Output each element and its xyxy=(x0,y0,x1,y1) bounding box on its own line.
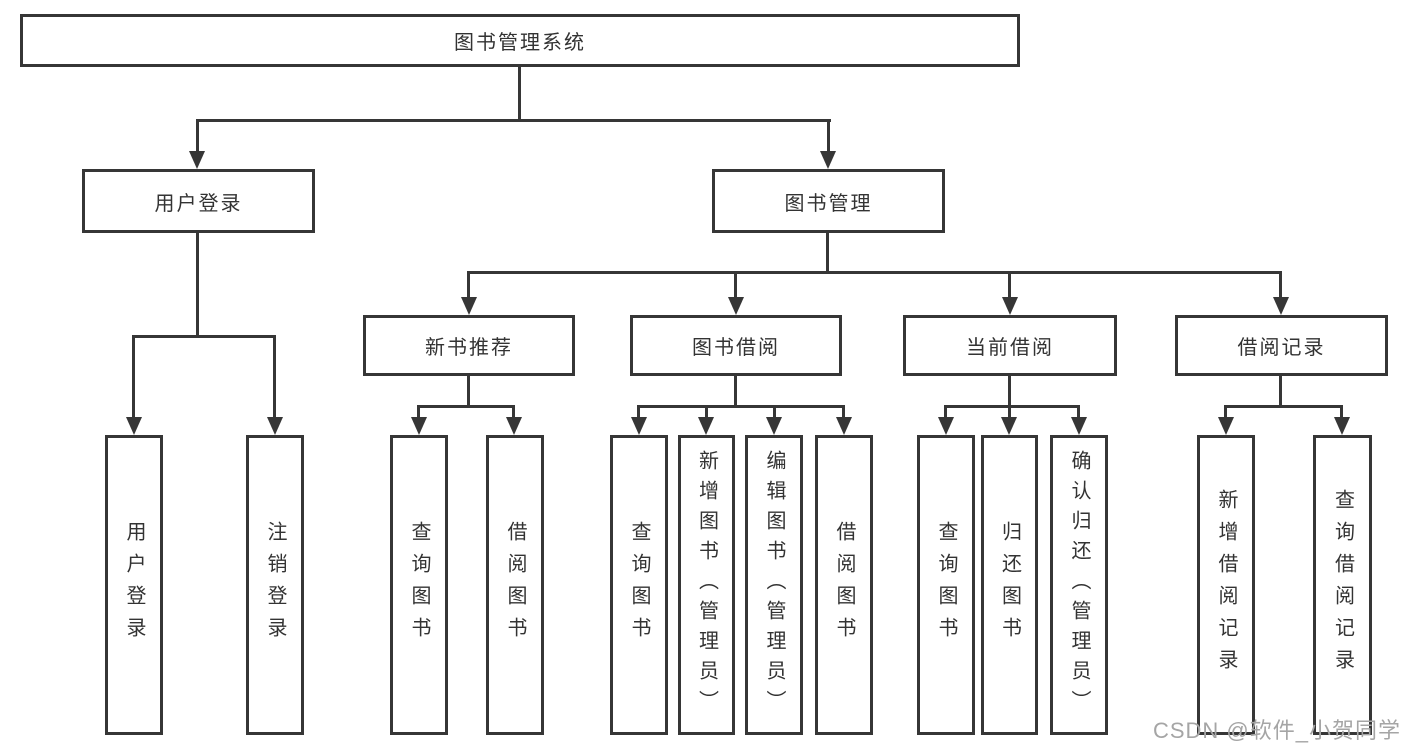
arrow-down-icon xyxy=(766,417,782,435)
leaf-edit-books-admin: 编辑图书（管理员） xyxy=(745,435,803,735)
leaf-label: 确认归还（管理员） xyxy=(1068,450,1090,720)
connector-line xyxy=(273,335,276,419)
leaf-logout: 注销登录 xyxy=(246,435,304,735)
leaf-add-borrow-record: 新增借阅记录 xyxy=(1197,435,1255,735)
connector-line xyxy=(827,119,830,153)
connector-line xyxy=(467,271,470,299)
arrow-down-icon xyxy=(728,297,744,315)
leaf-borrow-books-2: 借阅图书 xyxy=(815,435,873,735)
connector-line xyxy=(1340,405,1343,419)
leaf-label: 查询借阅记录 xyxy=(1331,489,1354,681)
arrow-down-icon xyxy=(506,417,522,435)
node-label: 图书管理系统 xyxy=(454,32,586,54)
leaf-label: 新增图书（管理员） xyxy=(695,450,718,720)
leaf-label: 查询图书 xyxy=(935,521,957,649)
arrow-down-icon xyxy=(189,151,205,169)
arrow-down-icon xyxy=(1002,297,1018,315)
leaf-label: 查询图书 xyxy=(628,521,650,649)
node-user-login: 用户登录 xyxy=(82,169,315,233)
arrow-down-icon xyxy=(267,417,283,435)
node-label: 借阅记录 xyxy=(1237,337,1326,359)
leaf-label: 归还图书 xyxy=(998,521,1021,649)
connector-line xyxy=(1077,405,1080,419)
connector-line xyxy=(1224,405,1227,419)
node-book-management: 图书管理 xyxy=(712,169,945,233)
connector-line xyxy=(512,405,515,419)
connector-line xyxy=(417,405,420,419)
connector-line xyxy=(734,376,737,408)
connector-line xyxy=(467,271,1282,274)
leaf-query-borrow-record: 查询借阅记录 xyxy=(1313,435,1372,735)
arrow-down-icon xyxy=(1218,417,1234,435)
node-book-borrowing: 图书借阅 xyxy=(630,315,842,376)
connector-line xyxy=(132,335,135,419)
connector-line xyxy=(1008,376,1011,408)
leaf-label: 借阅图书 xyxy=(504,521,526,649)
connector-line xyxy=(1279,376,1282,408)
arrow-down-icon xyxy=(461,297,477,315)
connector-line xyxy=(1279,271,1282,299)
csdn-watermark: CSDN @软件_小贺同学 xyxy=(1152,718,1401,743)
connector-line xyxy=(826,233,829,274)
connector-line xyxy=(842,405,845,419)
leaf-return-books: 归还图书 xyxy=(981,435,1038,735)
connector-line xyxy=(1008,271,1011,299)
node-label: 图书借阅 xyxy=(692,337,780,359)
leaf-query-books-2: 查询图书 xyxy=(610,435,668,735)
arrow-down-icon xyxy=(698,417,714,435)
node-library-system: 图书管理系统 xyxy=(20,14,1020,67)
leaf-confirm-return-admin: 确认归还（管理员） xyxy=(1050,435,1108,735)
connector-line xyxy=(773,405,776,419)
node-label: 当前借阅 xyxy=(966,337,1054,359)
leaf-label: 编辑图书（管理员） xyxy=(763,450,785,720)
connector-line xyxy=(944,405,1080,408)
connector-line xyxy=(1224,405,1343,408)
leaf-add-books-admin: 新增图书（管理员） xyxy=(678,435,735,735)
connector-line xyxy=(518,67,521,122)
arrow-down-icon xyxy=(411,417,427,435)
node-label: 用户登录 xyxy=(154,192,243,215)
node-label: 图书管理 xyxy=(784,192,873,215)
connector-line xyxy=(734,271,737,299)
connector-line xyxy=(196,119,831,122)
leaf-query-books-1: 查询图书 xyxy=(390,435,448,735)
connector-line xyxy=(944,405,947,419)
leaf-label: 借阅图书 xyxy=(833,521,855,649)
connector-line xyxy=(132,335,276,338)
connector-line xyxy=(637,405,640,419)
leaf-user-login: 用户登录 xyxy=(105,435,163,735)
arrow-down-icon xyxy=(1273,297,1289,315)
arrow-down-icon xyxy=(820,151,836,169)
arrow-down-icon xyxy=(938,417,954,435)
connector-line xyxy=(196,119,199,153)
arrow-down-icon xyxy=(1071,417,1087,435)
connector-line xyxy=(417,405,515,408)
leaf-borrow-books-1: 借阅图书 xyxy=(486,435,544,735)
connector-line xyxy=(467,376,470,408)
connector-line xyxy=(637,405,845,408)
leaf-query-books-3: 查询图书 xyxy=(917,435,975,735)
node-current-borrowing: 当前借阅 xyxy=(903,315,1117,376)
node-borrow-records: 借阅记录 xyxy=(1175,315,1388,376)
leaf-label: 查询图书 xyxy=(408,521,430,649)
node-new-book-recommend: 新书推荐 xyxy=(363,315,575,376)
arrow-down-icon xyxy=(1001,417,1017,435)
arrow-down-icon xyxy=(126,417,142,435)
arrow-down-icon xyxy=(1334,417,1350,435)
connector-line xyxy=(705,405,708,419)
leaf-label: 用户登录 xyxy=(123,521,145,649)
connector-line xyxy=(1008,405,1011,419)
leaf-label: 新增借阅记录 xyxy=(1215,489,1237,681)
connector-line xyxy=(196,233,199,338)
node-label: 新书推荐 xyxy=(425,337,513,359)
arrow-down-icon xyxy=(631,417,647,435)
leaf-label: 注销登录 xyxy=(264,521,286,649)
arrow-down-icon xyxy=(836,417,852,435)
